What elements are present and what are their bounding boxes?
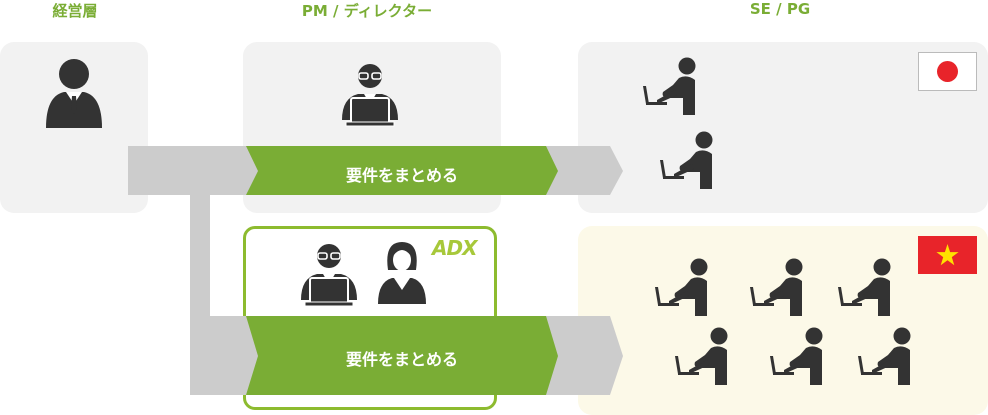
developer-at-desk-icon	[858, 327, 911, 385]
vietnam-flag-star-icon	[936, 244, 959, 266]
bottom-flow-label: 要件をまとめる	[345, 350, 458, 369]
adx-logo: ADX	[432, 236, 477, 260]
developer-at-desk-icon	[770, 327, 823, 385]
developer-at-desk-icon	[838, 258, 891, 316]
top-flow-label: 要件をまとめる	[345, 166, 458, 185]
japan-flag	[918, 52, 977, 91]
top-green-arrow	[246, 146, 558, 195]
manager-at-laptop-icon	[341, 63, 399, 127]
manager-at-laptop-icon	[300, 243, 358, 307]
header-se: SE / PG	[749, 0, 811, 18]
vietnam-flag	[918, 236, 977, 274]
developer-at-desk-icon	[660, 131, 713, 189]
businesswoman-icon	[378, 242, 426, 304]
developer-at-desk-icon	[655, 258, 708, 316]
header-pm: PM / ディレクター	[301, 2, 433, 20]
top-gray-arrow-tail	[128, 146, 260, 195]
bottom-green-arrow	[246, 316, 558, 395]
developer-at-desk-icon	[750, 258, 803, 316]
bottom-gray-arrow-tail	[190, 316, 260, 395]
top-gray-arrow-head	[540, 146, 623, 195]
header-management: 経営層	[52, 2, 98, 20]
developer-at-desk-icon	[643, 57, 696, 115]
bottom-gray-arrow-head	[540, 316, 623, 395]
japan-flag-circle-icon	[937, 61, 958, 82]
businessman-icon	[46, 59, 102, 128]
developer-at-desk-icon	[675, 327, 728, 385]
